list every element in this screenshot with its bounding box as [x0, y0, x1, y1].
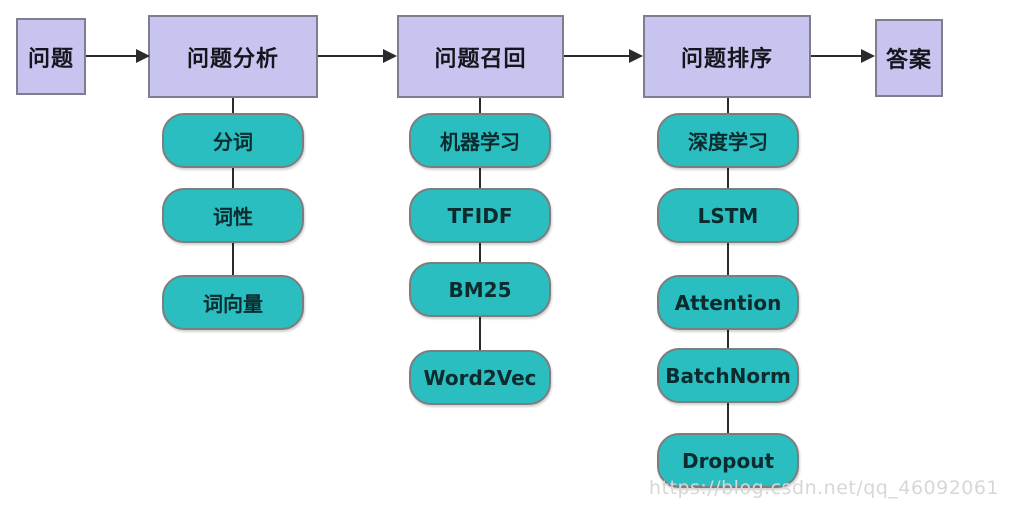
connector-ranking-col [727, 330, 729, 348]
pill-batchnorm: BatchNorm [657, 348, 799, 403]
arrow-recall-to-ranking-line [564, 55, 629, 57]
pill-dropout: Dropout [657, 433, 799, 488]
flow-node-ranking-label: 问题排序 [680, 46, 773, 72]
connector-analysis-col [232, 243, 234, 275]
pill-tfidf-label: TFIDF [447, 203, 513, 228]
connector-ranking-col [727, 403, 729, 433]
pill-machine-learning: 机器学习 [409, 113, 551, 168]
connector-recall-col [479, 317, 481, 350]
flow-node-recall-label: 问题召回 [434, 46, 527, 72]
pill-word2vec-label: Word2Vec [423, 365, 537, 390]
pill-machine-learning-label: 机器学习 [440, 130, 520, 154]
pill-bm25-label: BM25 [448, 277, 512, 302]
pill-word-segmentation: 分词 [162, 113, 304, 168]
pill-part-of-speech-label: 词性 [213, 205, 253, 229]
pill-lstm-label: LSTM [697, 203, 759, 228]
connector-ranking-col [727, 243, 729, 275]
pill-tfidf: TFIDF [409, 188, 551, 243]
flow-node-question: 问题 [16, 18, 86, 95]
connector-ranking-col [727, 98, 729, 113]
arrow-analysis-to-recall-line [318, 55, 383, 57]
flow-node-answer-label: 答案 [885, 48, 932, 73]
pill-attention-label: Attention [674, 290, 782, 315]
flow-node-answer: 答案 [875, 19, 943, 97]
flow-node-ranking: 问题排序 [643, 15, 811, 98]
flow-node-recall: 问题召回 [397, 15, 564, 98]
arrow-recall-to-ranking-head [629, 49, 643, 63]
pill-word2vec: Word2Vec [409, 350, 551, 405]
arrow-ranking-to-answer-head [861, 49, 875, 63]
pill-batchnorm-label: BatchNorm [665, 363, 791, 388]
pill-deep-learning-label: 深度学习 [688, 130, 768, 154]
pill-lstm: LSTM [657, 188, 799, 243]
flow-node-question-label: 问题 [27, 46, 74, 72]
arrow-question-to-analysis-line [86, 55, 136, 57]
connector-analysis-col [232, 98, 234, 113]
arrow-ranking-to-answer-line [811, 55, 861, 57]
watermark-url: https://blog.csdn.net/qq_46092061 [649, 477, 1000, 499]
connector-recall-col [479, 168, 481, 188]
connector-analysis-col [232, 168, 234, 188]
pill-attention: Attention [657, 275, 799, 330]
pill-word-vector: 词向量 [162, 275, 304, 330]
arrow-question-to-analysis-head [136, 49, 150, 63]
pill-word-vector-label: 词向量 [203, 292, 263, 316]
pill-dropout-label: Dropout [681, 448, 775, 473]
connector-ranking-col [727, 168, 729, 188]
pill-part-of-speech: 词性 [162, 188, 304, 243]
pill-deep-learning: 深度学习 [657, 113, 799, 168]
flow-node-analysis-label: 问题分析 [186, 46, 279, 72]
arrow-analysis-to-recall-head [383, 49, 397, 63]
flow-node-analysis: 问题分析 [148, 15, 318, 98]
connector-recall-col [479, 98, 481, 113]
connector-recall-col [479, 243, 481, 262]
pill-word-segmentation-label: 分词 [213, 130, 253, 154]
pill-bm25: BM25 [409, 262, 551, 317]
